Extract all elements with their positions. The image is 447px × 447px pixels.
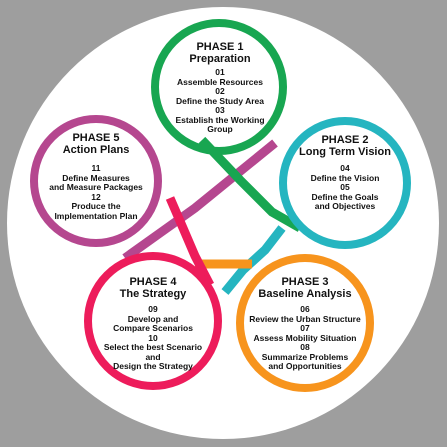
step-number: 03	[215, 105, 225, 115]
phase1-box: PHASE 1 Preparation 01 Assemble Resource…	[160, 41, 280, 135]
phase1-steps: 01 Assemble Resources 02 Define the Stud…	[160, 67, 280, 135]
phase3-steps: 06 Review the Urban Structure 07 Assess …	[240, 304, 370, 372]
phase1-ring	[151, 19, 287, 155]
step-number: 07	[300, 323, 310, 333]
step-number: 04	[340, 163, 350, 173]
step-number: 12	[91, 191, 101, 202]
phase2-ring	[279, 117, 411, 249]
step-label: Review the Urban Structure	[249, 313, 361, 324]
step-label: Produce the Implementation Plan	[54, 201, 138, 221]
phase2-name: Long Term Vision	[299, 146, 391, 158]
phase5-ring	[30, 115, 162, 247]
phase1-label: PHASE 1	[196, 41, 244, 53]
phase3-name: Baseline Analysis	[258, 288, 352, 300]
background-disc	[7, 7, 439, 439]
step-label: Assemble Resources	[177, 76, 263, 87]
phase3-label: PHASE 3	[281, 276, 329, 288]
phase3-ring	[236, 254, 374, 392]
phase5-name: Action Plans	[62, 144, 130, 156]
step-number: 10	[148, 332, 158, 343]
step-number: 01	[215, 67, 225, 77]
phase2-box: PHASE 2 Long Term Vision 04 Define the V…	[290, 134, 400, 212]
connector-phase4	[165, 196, 214, 288]
phase5-label: PHASE 5	[72, 132, 120, 144]
step-label: Select the best Scenario and Design the …	[103, 342, 203, 371]
step-number: 08	[300, 342, 310, 352]
phase2-label: PHASE 2	[321, 134, 369, 146]
phase2-steps: 04 Define the Vision 05 Define the Goals…	[290, 163, 400, 212]
step-label: Define Measures and Measure Packages	[49, 172, 143, 192]
step-number: 09	[148, 304, 158, 314]
phase4-label: PHASE 4	[129, 276, 177, 288]
step-label: Define the Goals and Objectives	[311, 191, 379, 211]
phase3-box: PHASE 3 Baseline Analysis 06 Review the …	[240, 276, 370, 372]
step-label: Define the Study Area	[175, 95, 264, 106]
step-number: 11	[91, 163, 101, 173]
connector-phase1	[198, 136, 303, 232]
step-label: Establish the Working Group	[175, 114, 265, 134]
step-label: Assess Mobility Situation	[253, 332, 357, 343]
phase4-ring	[84, 252, 222, 390]
step-label: Define the Vision	[310, 172, 380, 183]
step-number: 05	[340, 182, 350, 192]
connector-phase2	[221, 225, 286, 295]
step-number: 06	[300, 304, 310, 314]
step-label: Summarize Problems and Opportunities	[261, 351, 349, 371]
phase5-steps: 11 Define Measures and Measure Packages …	[40, 163, 152, 221]
phase5-box: PHASE 5 Action Plans 11 Define Measures …	[40, 132, 152, 221]
phase4-steps: 09 Develop and Compare Scenarios 10 Sele…	[88, 304, 218, 372]
phase4-box: PHASE 4 The Strategy 09 Develop and Comp…	[88, 276, 218, 372]
step-label: Develop and Compare Scenarios	[113, 313, 193, 333]
phase4-name: The Strategy	[119, 288, 187, 300]
step-number: 02	[215, 86, 225, 96]
phase1-name: Preparation	[189, 53, 251, 65]
